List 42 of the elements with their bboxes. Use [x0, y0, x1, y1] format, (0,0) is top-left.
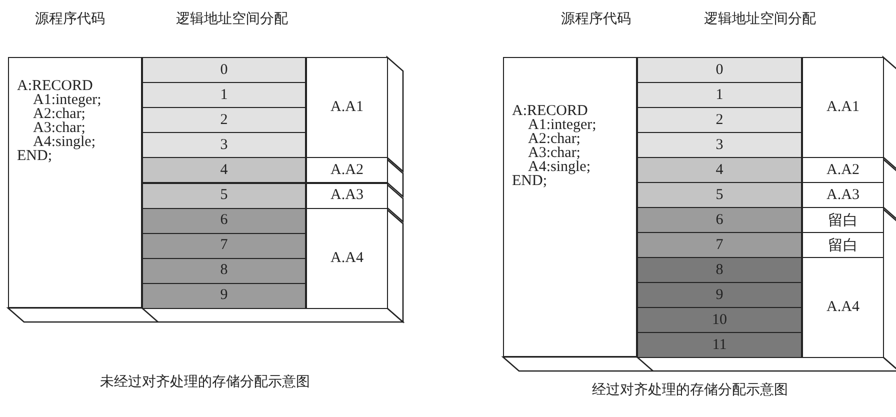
code-line: A1:integer;: [527, 118, 598, 132]
memory-cell: 3: [637, 132, 802, 158]
field-box: 留白: [802, 232, 884, 258]
memory-cell: 5: [637, 182, 802, 208]
figure-caption: 未经过对齐处理的存储分配示意图: [100, 373, 310, 391]
memory-cell: 5: [142, 182, 306, 209]
code-line: A3:char;: [527, 146, 580, 160]
memory-cell: 6: [142, 208, 306, 234]
memory-cell: 2: [142, 107, 306, 134]
memory-cell: 10: [637, 307, 802, 333]
column-heading: 逻辑地址空间分配: [704, 10, 816, 28]
column-heading: 逻辑地址空间分配: [176, 10, 288, 28]
memory-cell: 0: [637, 57, 802, 83]
memory-cell: 7: [142, 232, 306, 259]
memory-cell: 9: [142, 282, 306, 309]
memory-cell: 6: [637, 207, 802, 233]
memory-cell: 11: [637, 332, 802, 358]
memory-cell: 9: [637, 282, 802, 308]
memory-cell: 8: [142, 258, 306, 284]
memory-cell: 0: [142, 57, 306, 84]
memory-cell: 3: [142, 132, 306, 158]
memory-cell: 1: [142, 82, 306, 108]
code-line: A1:integer;: [32, 93, 102, 107]
code-line: END;: [17, 149, 52, 163]
code-line: END;: [512, 174, 547, 188]
memory-cell: 2: [637, 107, 802, 133]
memory-cell: 1: [637, 82, 802, 108]
memory-cell: 4: [637, 157, 802, 183]
code-line: A:RECORD: [17, 79, 94, 93]
code-line: A4:single;: [527, 160, 592, 174]
code-panel: [8, 57, 142, 308]
figure-caption: 经过对齐处理的存储分配示意图: [592, 381, 788, 399]
column-heading: 源程序代码: [561, 10, 631, 28]
memory-cell: 8: [637, 257, 802, 283]
code-line: A2:char;: [32, 107, 86, 121]
code-line: A:RECORD: [512, 104, 589, 118]
code-line: A2:char;: [527, 132, 580, 146]
column-heading: 源程序代码: [35, 10, 105, 28]
memory-cell: 4: [142, 157, 306, 184]
code-line: A4:single;: [32, 135, 96, 149]
memory-cell: 7: [637, 232, 802, 258]
code-line: A3:char;: [32, 121, 86, 135]
